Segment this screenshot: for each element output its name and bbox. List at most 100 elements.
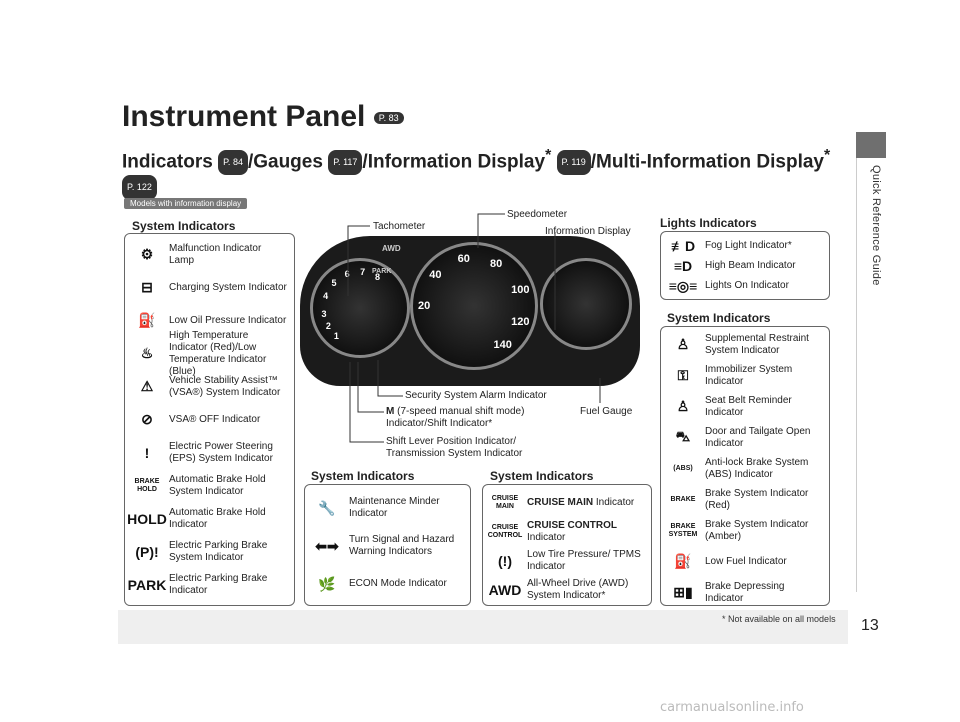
indicator-label-text: Electric Power Steering (EPS) System Ind… <box>169 440 273 464</box>
security-callout: Security System Alarm Indicator <box>405 390 547 401</box>
indicator-label: CRUISE CONTROL Indicator <box>527 520 647 544</box>
indicator-label-text: Lights On Indicator <box>705 280 789 291</box>
left-section-heading: System Indicators <box>132 219 236 233</box>
indicator-label-text: ECON Mode Indicator <box>349 578 447 589</box>
right-indicator-box: ♙ Supplemental Restraint System Indicator… <box>660 326 830 606</box>
indicator-icon: ⚿ <box>677 367 689 383</box>
tachometer-callout: Tachometer <box>373 221 426 232</box>
indicator-icon: AWD <box>488 581 522 598</box>
indicator-icon: ! <box>144 444 150 461</box>
indicator-icon: ⛽ <box>674 553 692 569</box>
indicator-icon: BRAKE SYSTEM <box>668 522 698 538</box>
indicator-label: Brake System Indicator (Red) <box>705 488 825 512</box>
indicator-label: Automatic Brake Hold Indicator <box>169 507 289 531</box>
indicator-label-text: Anti-lock Brake System (ABS) Indicator <box>705 456 809 480</box>
indicator-label-text: Charging System Indicator <box>169 281 287 293</box>
left-indicator-box: ⚙Malfunction Indicator Lamp⊟Charging Sys… <box>124 233 295 606</box>
indicator-label: Door and Tailgate Open Indicator <box>705 426 825 450</box>
indicator-label: Electric Parking Brake Indicator <box>169 573 289 597</box>
page-title: Instrument Panel P. 83 <box>122 100 404 134</box>
indicator-icon: ♙ <box>676 336 690 352</box>
indicator-row: ⊘ VSA® OFF Indicator <box>125 403 289 436</box>
footer-band <box>118 610 848 644</box>
subtitle-part-4: /Multi-Information Display <box>590 151 824 173</box>
shift-lever-callout: Shift Lever Position Indicator/ Transmis… <box>386 436 523 459</box>
indicator-label-text: Automatic Brake Hold Indicator <box>169 506 266 530</box>
indicator-label-text: Brake Depressing Indicator <box>705 580 785 604</box>
indicator-icon: HOLD <box>127 510 167 527</box>
indicator-label-text: Immobilizer System Indicator <box>705 363 793 387</box>
indicator-icon: ⊟ <box>141 279 153 295</box>
indicator-label-text: Seat Belt Reminder Indicator <box>705 394 792 418</box>
indicator-icon: CRUISE MAIN <box>491 494 519 510</box>
indicator-row: ♙ Seat Belt Reminder Indicator <box>661 391 825 422</box>
indicator-icon: PARK <box>127 576 167 593</box>
indicator-label-text: Maintenance Minder Indicator <box>349 496 440 519</box>
page-ref-122[interactable]: P. 122 <box>122 174 157 200</box>
indicator-row: ♙ Supplemental Restraint System Indicator <box>661 329 825 360</box>
indicator-label: Electric Power Steering (EPS) System Ind… <box>169 441 289 465</box>
indicator-icon: ♨ <box>140 345 154 361</box>
indicator-icon: ≡◎≡ <box>668 277 698 294</box>
indicator-label-text: Electric Parking Brake System Indicator <box>169 539 268 563</box>
indicator-label-bold: CRUISE CONTROL <box>527 519 617 531</box>
indicator-label: High Temperature Indicator (Red)/Low Tem… <box>169 330 289 378</box>
indicator-icon: ⊘ <box>141 411 153 427</box>
information-display-gauge <box>540 258 632 350</box>
indicator-icon: (!) <box>498 552 512 569</box>
indicator-icon: ⚠ <box>140 378 154 394</box>
side-label: Quick Reference Guide <box>870 165 882 286</box>
speed-tick-label: 120 <box>511 316 530 329</box>
indicator-label: Anti-lock Brake System (ABS) Indicator <box>705 457 825 481</box>
title-page-ref[interactable]: P. 83 <box>373 112 404 125</box>
side-tab <box>856 132 886 158</box>
indicator-label: Brake System Indicator (Amber) <box>705 519 825 543</box>
tach-tick-label: 8 <box>375 271 381 282</box>
speed-tick-label: 140 <box>493 339 512 352</box>
indicator-icon: BRAKE HOLD <box>134 477 160 493</box>
m-label-rest: (7-speed manual shift mode) Indicator/Sh… <box>386 406 525 429</box>
panel-park-label: PARK <box>372 268 392 275</box>
indicator-label-text: Door and Tailgate Open Indicator <box>705 425 811 449</box>
tach-tick-label: 7 <box>360 267 366 278</box>
indicator-icon: ♙ <box>676 398 690 414</box>
indicator-label: VSA® OFF Indicator <box>169 414 289 426</box>
information-display-callout: Information Display <box>545 226 631 237</box>
indicator-icon: 🌿 <box>318 575 336 592</box>
indicator-label-text: Low Fuel Indicator <box>705 555 787 567</box>
indicator-row: ⊞▮Brake Depressing Indicator <box>661 577 825 608</box>
indicator-label-text: Low Oil Pressure Indicator <box>169 314 287 326</box>
indicator-row: (ABS)Anti-lock Brake System (ABS) Indica… <box>661 453 825 484</box>
indicator-row: 🔧Maintenance Minder Indicator <box>305 489 469 527</box>
indicator-label-text: VSA® OFF Indicator <box>169 413 261 425</box>
indicator-icon: (P)! <box>135 543 159 560</box>
indicator-label: Malfunction Indicator Lamp <box>169 243 289 267</box>
indicator-label: High Beam Indicator <box>705 260 825 272</box>
indicator-label-text: High Temperature Indicator (Red)/Low Tem… <box>169 329 267 377</box>
indicator-label-text: Brake System Indicator (Amber) <box>705 518 809 542</box>
footnote-star: * <box>824 147 831 164</box>
indicator-icon: ⛍ <box>675 428 691 444</box>
indicator-icon: CRUISE CONTROL <box>487 523 523 539</box>
page-ref-117[interactable]: P. 117 <box>328 149 363 175</box>
tach-tick-label: 5 <box>331 277 337 288</box>
right-section-heading: System Indicators <box>667 311 771 325</box>
indicator-row: BRAKE HOLD Automatic Brake Hold System In… <box>125 469 289 502</box>
page-ref-84[interactable]: P. 84 <box>218 149 248 175</box>
page-ref-119[interactable]: P. 119 <box>556 149 591 175</box>
indicator-label-text: Automatic Brake Hold System Indicator <box>169 473 266 497</box>
indicator-label: Supplemental Restraint System Indicator <box>705 333 825 357</box>
indicator-icon: ⬅➡ <box>315 537 339 554</box>
indicator-row: ⚿ Immobilizer System Indicator <box>661 360 825 391</box>
indicator-label-text: Indicator <box>527 531 566 543</box>
indicator-label-bold: CRUISE MAIN <box>527 496 594 508</box>
fuel-gauge-callout: Fuel Gauge <box>580 406 633 417</box>
indicator-label: ECON Mode Indicator <box>349 578 469 590</box>
